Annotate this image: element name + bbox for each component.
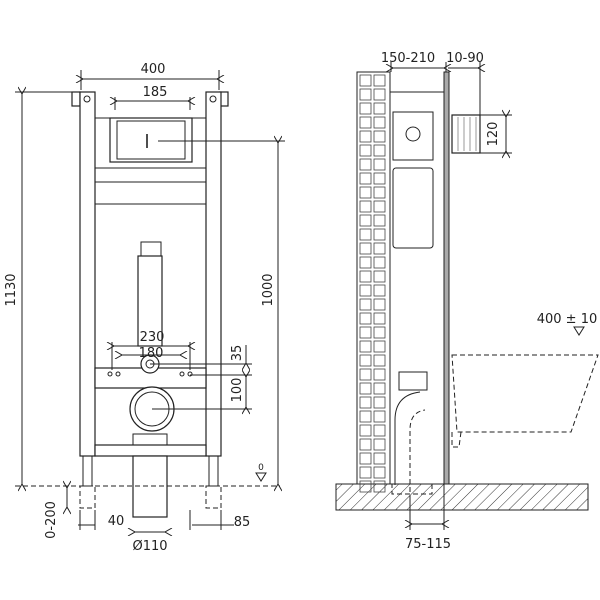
flush-pipe	[137, 255, 163, 347]
brick	[359, 200, 372, 213]
dim-0-200: 0-200	[44, 501, 59, 539]
valve-block	[392, 111, 434, 161]
dim-35: 35	[230, 345, 245, 362]
brick	[359, 284, 372, 297]
brick	[373, 270, 386, 283]
brick	[373, 256, 386, 269]
brick	[359, 130, 372, 143]
brick	[359, 116, 372, 129]
flush-box	[109, 117, 193, 163]
front-view: 400 185 1130 1000 230 180 35 100 0 0-200…	[4, 62, 285, 554]
right-foot	[208, 455, 219, 487]
brick	[359, 214, 372, 227]
brick	[373, 424, 386, 437]
dim-1000: 1000	[261, 273, 276, 306]
left-foot	[82, 455, 93, 487]
dim-40: 40	[108, 514, 125, 529]
dim-400: 400	[141, 62, 166, 77]
brick	[373, 116, 386, 129]
right-post	[205, 91, 222, 457]
brick	[359, 102, 372, 115]
brick	[373, 466, 386, 479]
frame-side	[389, 91, 445, 485]
left-post	[79, 91, 96, 457]
brick	[373, 396, 386, 409]
brick	[359, 186, 372, 199]
brick	[359, 88, 372, 101]
dim-75-115: 75-115	[405, 537, 451, 552]
dim-180: 180	[139, 346, 164, 361]
toilet-bowl-outline	[451, 354, 599, 433]
level-triangle-icon	[255, 472, 267, 482]
brick	[373, 242, 386, 255]
left-mount-tab	[71, 91, 81, 107]
brick	[359, 354, 372, 367]
dim-230: 230	[140, 330, 165, 345]
brick	[373, 326, 386, 339]
dim-150-210: 150-210	[381, 51, 435, 66]
brick	[359, 396, 372, 409]
brick	[373, 354, 386, 367]
brick	[373, 312, 386, 325]
brick	[373, 88, 386, 101]
floor-slab	[335, 483, 589, 511]
brick	[359, 326, 372, 339]
brick	[359, 340, 372, 353]
brick	[359, 172, 372, 185]
brick	[373, 410, 386, 423]
side-view: 150-210 10-90 120 400 ± 10 75-115	[335, 51, 599, 552]
brick	[359, 312, 372, 325]
brick	[373, 130, 386, 143]
brick	[373, 214, 386, 227]
brick	[359, 270, 372, 283]
brick	[373, 144, 386, 157]
brick	[373, 228, 386, 241]
dim-diameter-110: Ø110	[132, 539, 167, 554]
dim-100: 100	[230, 378, 245, 403]
dim-85: 85	[234, 515, 251, 530]
brick	[359, 158, 372, 171]
brick	[359, 410, 372, 423]
brick	[359, 228, 372, 241]
brick	[373, 340, 386, 353]
inlet-fitting	[451, 114, 481, 154]
dim-10-90: 10-90	[446, 51, 484, 66]
floor-level-label: 0	[258, 463, 264, 473]
brick	[359, 74, 372, 87]
brick	[373, 284, 386, 297]
brick	[373, 186, 386, 199]
brick	[359, 144, 372, 157]
brick	[373, 102, 386, 115]
bottom-crossbar	[94, 444, 207, 457]
brick	[373, 172, 386, 185]
brick	[359, 256, 372, 269]
level-triangle-icon	[573, 326, 585, 336]
brick	[359, 242, 372, 255]
brick	[359, 438, 372, 451]
brick	[359, 480, 372, 493]
front-panel	[443, 71, 450, 485]
brick	[373, 158, 386, 171]
dim-1130: 1130	[4, 273, 19, 306]
brick	[359, 298, 372, 311]
brick	[359, 452, 372, 465]
brick	[373, 438, 386, 451]
brick	[373, 298, 386, 311]
brick	[359, 368, 372, 381]
brick	[373, 382, 386, 395]
brick	[359, 424, 372, 437]
brick	[373, 368, 386, 381]
brick	[373, 452, 386, 465]
cistern-side	[392, 167, 434, 249]
brick	[359, 382, 372, 395]
dim-400-10: 400 ± 10	[537, 312, 598, 327]
brick	[373, 200, 386, 213]
dim-185: 185	[143, 85, 168, 100]
brick	[359, 466, 372, 479]
dim-120: 120	[486, 122, 501, 147]
brick	[373, 480, 386, 493]
brick	[373, 74, 386, 87]
